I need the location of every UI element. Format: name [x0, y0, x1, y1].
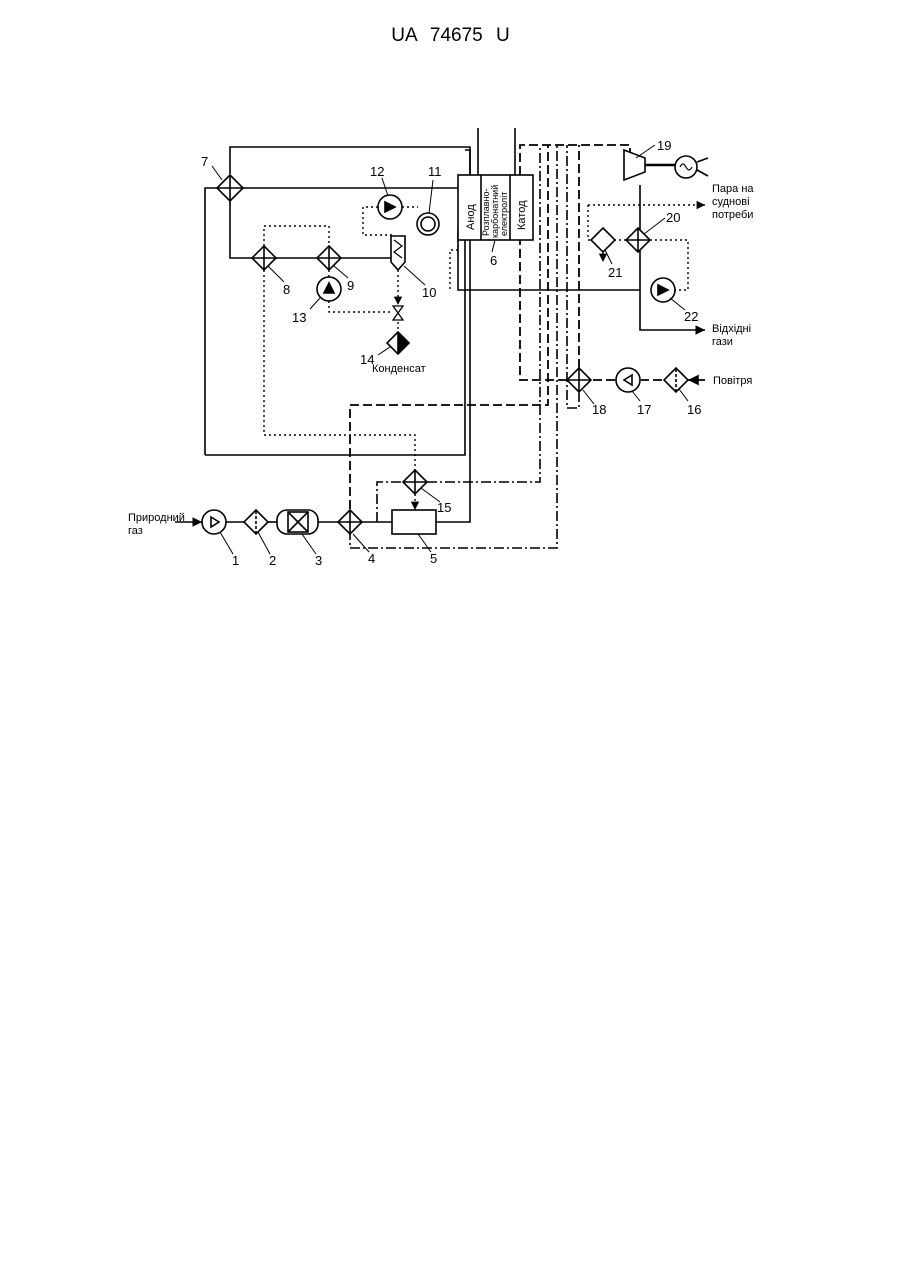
fuel-gas-lines: [175, 128, 708, 522]
pump-13: [317, 277, 341, 301]
label-18: 18: [592, 402, 606, 417]
label-17: 17: [637, 402, 651, 417]
generator: [675, 156, 697, 178]
flow-labels: Природний газ Конденсат Повітря Пара на …: [128, 183, 754, 537]
air-filter-16: [664, 368, 688, 392]
air-label: Повітря: [713, 375, 752, 387]
label-9: 9: [347, 278, 354, 293]
heat-exchanger-4: [338, 510, 362, 534]
natural-gas-label-line1: Природний: [128, 512, 185, 524]
label-7: 7: [201, 154, 208, 169]
condensate-trap-14: [387, 332, 409, 354]
compressor-1: [202, 510, 226, 534]
label-4: 4: [368, 551, 375, 566]
label-19: 19: [657, 138, 671, 153]
label-10: 10: [422, 285, 436, 300]
pump-12: [378, 195, 402, 219]
anode-label: Анод: [465, 204, 477, 230]
valve: [393, 306, 403, 320]
desulfurizer-3: [277, 510, 318, 534]
label-15: 15: [437, 500, 451, 515]
cathode-label: Катод: [516, 200, 528, 230]
exhaust-label-line2: гази: [712, 336, 733, 348]
label-20: 20: [666, 210, 680, 225]
label-11: 11: [428, 164, 442, 179]
steam-label-line1: Пара на: [712, 183, 754, 195]
label-1: 1: [232, 553, 239, 568]
steam-label-line2: суднові: [712, 196, 750, 208]
leader-lines: [212, 145, 688, 554]
label-5: 5: [430, 551, 437, 566]
electrolyte-label-line3: електроліт: [499, 192, 509, 236]
reformer-5: [392, 510, 436, 534]
heat-exchanger-15: [403, 470, 427, 494]
label-6: 6: [490, 253, 497, 268]
label-2: 2: [269, 553, 276, 568]
pump-22: [651, 278, 675, 302]
exhaust-label-line1: Відхідні: [712, 323, 751, 335]
condensate-label: Конденсат: [372, 363, 426, 375]
heat-exchanger-8: [252, 246, 276, 270]
filter-2: [244, 510, 268, 534]
steam-separator-21: [591, 228, 615, 252]
natural-gas-label-line2: газ: [128, 525, 143, 537]
label-16: 16: [687, 402, 701, 417]
label-3: 3: [315, 553, 322, 568]
component-numbers: 1 2 3 4 5 6 7 8 9 10 11 12 13 14 15 16 1…: [201, 138, 701, 568]
label-8: 8: [283, 282, 290, 297]
label-13: 13: [292, 310, 306, 325]
cooler-11: [417, 213, 439, 235]
separator-10: [391, 236, 405, 270]
label-21: 21: [608, 265, 622, 280]
blower-17: [616, 368, 640, 392]
label-22: 22: [684, 309, 698, 324]
steam-label-line3: потреби: [712, 209, 753, 221]
label-12: 12: [370, 164, 384, 179]
heat-exchanger-9: [317, 246, 341, 270]
heat-exchanger-18: [567, 368, 591, 392]
